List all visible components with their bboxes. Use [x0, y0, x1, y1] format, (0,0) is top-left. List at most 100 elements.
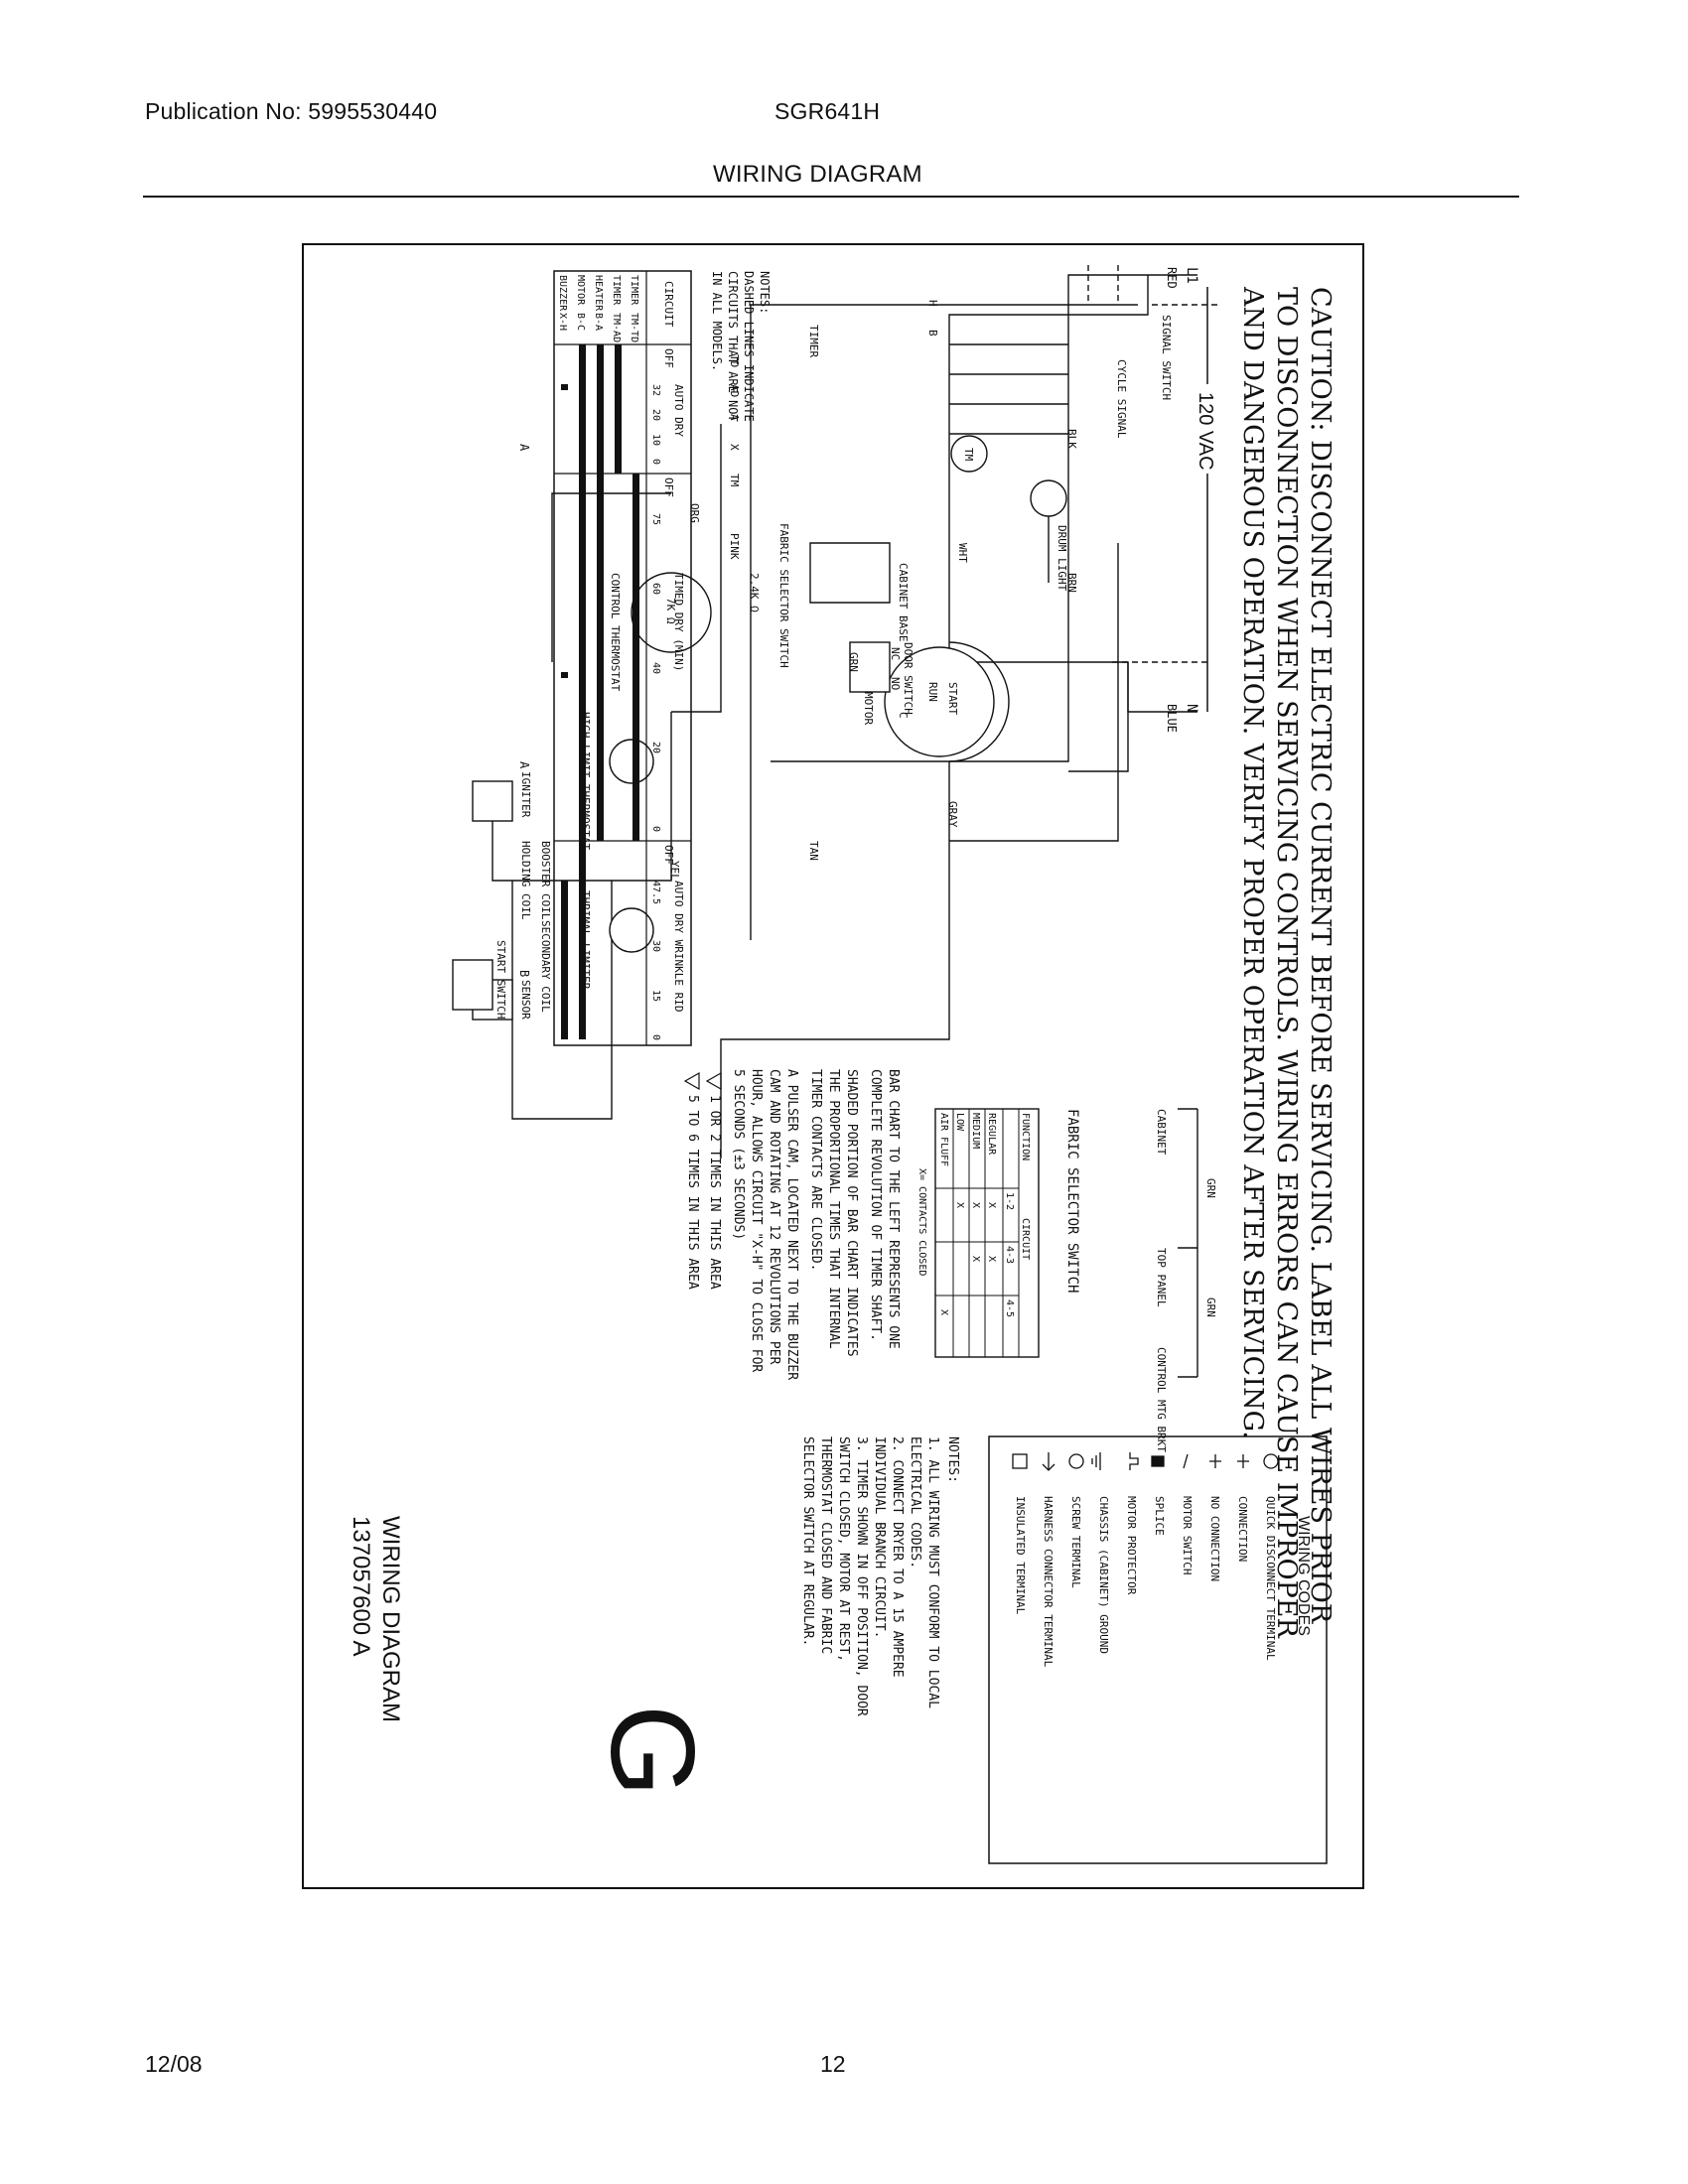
tick-auto-4: 0 — [650, 459, 661, 465]
tick-timed-2: 60 — [650, 583, 661, 595]
timer-label: TIMER — [807, 325, 820, 357]
wire-pink-label: PINK — [728, 533, 741, 560]
caution-line-1: CAUTION: DISCONNECT ELECTRIC CURRENT BEF… — [1305, 287, 1336, 1624]
wiring-diagram-frame: CAUTION: DISCONNECT ELECTRIC CURRENT BEF… — [302, 243, 1364, 1889]
wire-org-label: ORG — [688, 503, 701, 523]
tick-timed-3: 40 — [650, 662, 661, 674]
fabric-table-frame — [934, 1108, 1040, 1358]
fabric-row-3-c1: X — [954, 1202, 965, 1208]
timer-motor-symbol — [950, 435, 988, 473]
bar-note-1: BAR CHART TO THE LEFT REPRESENTS ONE — [886, 1069, 901, 1349]
bar-note-5: TIMER CONTACTS ARE CLOSED. — [808, 1069, 823, 1272]
marker-b: B — [517, 970, 531, 977]
voltage-label: 120 VAC — [1195, 392, 1216, 471]
quick-disconnect-icon — [1263, 1453, 1279, 1469]
notes-left-line-2: CIRCUITS THAT ARE NOT — [726, 271, 740, 422]
schematic-wires — [492, 265, 1217, 1159]
contact-tm: TM — [728, 474, 741, 487]
timer-chart-circuit: CIRCUIT — [662, 281, 675, 328]
wire-neutral — [969, 661, 1197, 713]
contact-c: C — [897, 712, 910, 719]
bar-x-h-3 — [561, 881, 568, 1039]
tick-timed-1: 75 — [650, 513, 661, 525]
ground-wire — [1178, 1108, 1198, 1378]
publication-number: Publication No: 5995530440 — [145, 98, 438, 124]
timer-row-2-contact: TM-AD — [611, 313, 622, 342]
fabric-sub-2: 4-3 — [1004, 1246, 1015, 1264]
fabric-footnote: X= CONTACTS CLOSED — [916, 1168, 927, 1276]
tick-wrinkle-3: 15 — [650, 990, 661, 1002]
wire-control-thermostat — [671, 424, 722, 713]
page-title: WIRING DIAGRAM — [713, 161, 922, 188]
notes-right-8: SELECTOR SWITCH AT REGULAR. — [800, 1436, 815, 1646]
timer-chart-off-2: OFF — [662, 478, 675, 497]
timer-row-5-name: BUZZER — [557, 275, 568, 312]
fabric-table-grid — [935, 1109, 1020, 1357]
timer-motor-label: TM — [962, 448, 975, 462]
igniter-symbol — [472, 780, 513, 822]
wire-gray-label: GRAY — [946, 801, 959, 828]
ground-grn-2: GRN — [1204, 1297, 1217, 1317]
start-switch-symbol — [452, 959, 493, 1011]
harness-connector-icon — [1042, 1452, 1055, 1471]
wire-brn-label: BRN — [1065, 573, 1078, 593]
fabric-resistor-label: 2.4K Ω — [748, 573, 761, 613]
wiring-diagram: CAUTION: DISCONNECT ELECTRIC CURRENT BEF… — [348, 265, 1336, 1864]
notes-right-2: ELECTRICAL CODES. — [908, 1436, 922, 1569]
diagram-letter: G — [586, 1705, 719, 1797]
chassis-ground-icon — [1091, 1452, 1101, 1470]
wire-timer-bus — [948, 275, 1149, 662]
fabric-sub-3: 4-5 — [1004, 1299, 1015, 1317]
model-number: SGR641H — [774, 98, 881, 124]
notes-right-5: 3. TIMER SHOWN IN OFF POSITION, DOOR — [854, 1436, 869, 1716]
control-resistor-label: 7K Ω — [664, 598, 677, 624]
timer-row-1-contact: TM-TD — [629, 313, 639, 342]
wire-blue-n: BLUE — [1165, 704, 1179, 733]
fabric-row-4: AIR FLUFF — [938, 1113, 949, 1166]
code-1: QUICK DISCONNECT TERMINAL — [1264, 1496, 1277, 1661]
notes-right-4: INDIVIDUAL BRANCH CIRCUIT. — [872, 1436, 887, 1639]
fabric-row-3: LOW — [954, 1113, 965, 1132]
secondary-coil-label: SECONDARY COIL — [539, 920, 552, 1013]
code-6: MOTOR PROTECTOR — [1125, 1496, 1138, 1595]
door-switch-label: DOOR SWITCH — [902, 642, 914, 715]
contact-ad: AD — [728, 384, 741, 397]
start-switch-label: START SWITCH — [494, 940, 507, 1019]
timer-chart-wrinkle: AUTO DRY WRINKLE RID — [672, 881, 685, 1012]
bar-tm-td — [633, 474, 639, 841]
notes-right-6: SWITCH CLOSED, MOTOR AT REST, — [836, 1436, 851, 1662]
notes-right-3: 2. CONNECT DRYER TO A 15 AMPERE — [890, 1436, 905, 1678]
drum-light-label: DRUM LIGHT — [1055, 525, 1068, 592]
tick-wrinkle-2: 30 — [650, 940, 661, 952]
code-7: CHASSIS (CABINET) GROUND — [1097, 1496, 1110, 1654]
wire-start-switch — [720, 761, 950, 1159]
contact-h: H — [926, 300, 939, 307]
wire-motor — [949, 543, 1119, 842]
wiring-codes-title: WIRING CODES — [1295, 1516, 1312, 1636]
fabric-row-2: MEDIUM — [970, 1113, 981, 1149]
bar-note-6: A PULSER CAM, LOCATED NEXT TO THE BUZZER — [784, 1069, 799, 1380]
bar-tm-ad — [615, 344, 622, 474]
sensor-label: SENSOR — [519, 980, 532, 1020]
fabric-row-4-c3: X — [938, 1309, 949, 1315]
contact-no: NO — [889, 677, 902, 690]
fabric-row-1-c1: X — [986, 1202, 997, 1208]
bar-b-c — [579, 344, 586, 1039]
timer-row-3-name: HEATER — [593, 275, 604, 312]
marker-a-1: A — [517, 444, 531, 452]
timer-row-4-contact: B-C — [575, 313, 586, 331]
contact-nc: NC — [889, 647, 902, 660]
timer-row-1-name: TIMER — [629, 275, 639, 306]
booster-coil-label: BOOSTER COIL — [539, 841, 552, 920]
timer-chart-frame — [553, 270, 692, 1046]
fabric-selector-box — [809, 542, 891, 604]
contact-td: TD — [728, 354, 741, 367]
motor-symbol — [884, 646, 995, 757]
wire-door-switch — [1068, 662, 1129, 772]
footer-date: 12/08 — [145, 2051, 203, 2077]
wire-fabric-switch — [551, 492, 671, 662]
marker-a-2: A — [517, 761, 531, 769]
tick-timed-4: 20 — [650, 742, 661, 753]
notes-right-heading: NOTES: — [945, 1436, 960, 1483]
timer-row-5-contact: X-H — [557, 313, 568, 331]
